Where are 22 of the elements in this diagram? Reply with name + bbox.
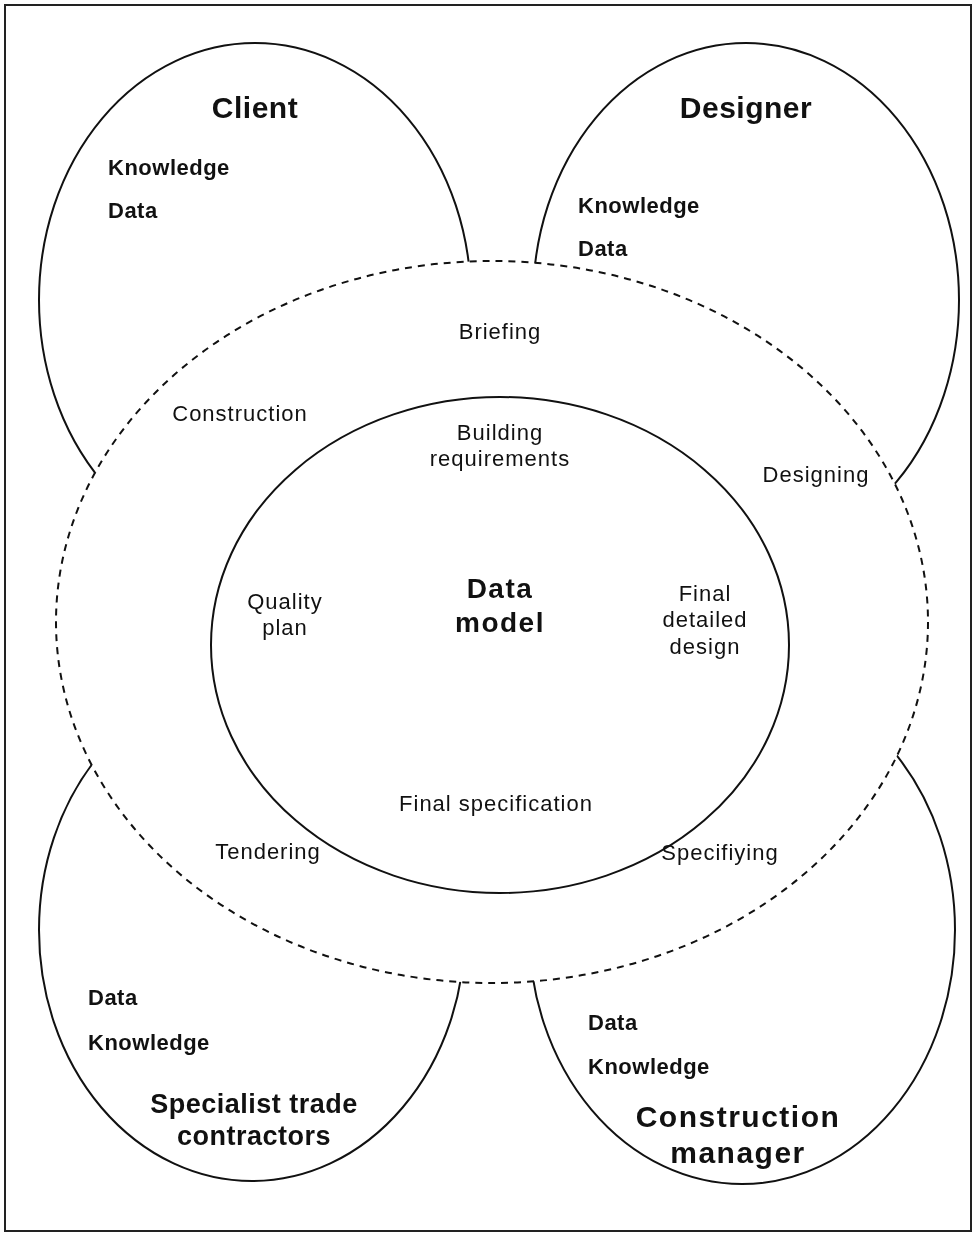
heading-label: Designer xyxy=(679,90,813,126)
heading-label: Client xyxy=(211,90,299,126)
heading-label: Construction manager xyxy=(634,1099,842,1171)
text-label: Building requirements xyxy=(428,419,572,473)
text-label: Knowledge xyxy=(588,1053,710,1081)
heading-label: Data model xyxy=(454,572,546,640)
text-label: Data xyxy=(108,197,158,225)
text-label: Knowledge xyxy=(578,192,700,220)
heading-label: Specialist trade contractors xyxy=(149,1087,359,1153)
phase-label: Tendering xyxy=(215,838,321,866)
text-label: Final specification xyxy=(399,790,593,818)
text-label: Final detailed design xyxy=(661,581,749,661)
text-label: Knowledge xyxy=(88,1029,210,1057)
text-label: Data xyxy=(578,235,628,263)
text-label: Quality plan xyxy=(246,588,324,642)
phase-label: Construction xyxy=(172,400,308,428)
text-label: Data xyxy=(88,984,138,1012)
phase-label: Specifiying xyxy=(661,839,779,867)
text-label: Data xyxy=(588,1009,638,1037)
phase-label: Designing xyxy=(762,461,870,489)
text-label: Briefing xyxy=(458,318,542,346)
text-label: Knowledge xyxy=(108,154,230,182)
